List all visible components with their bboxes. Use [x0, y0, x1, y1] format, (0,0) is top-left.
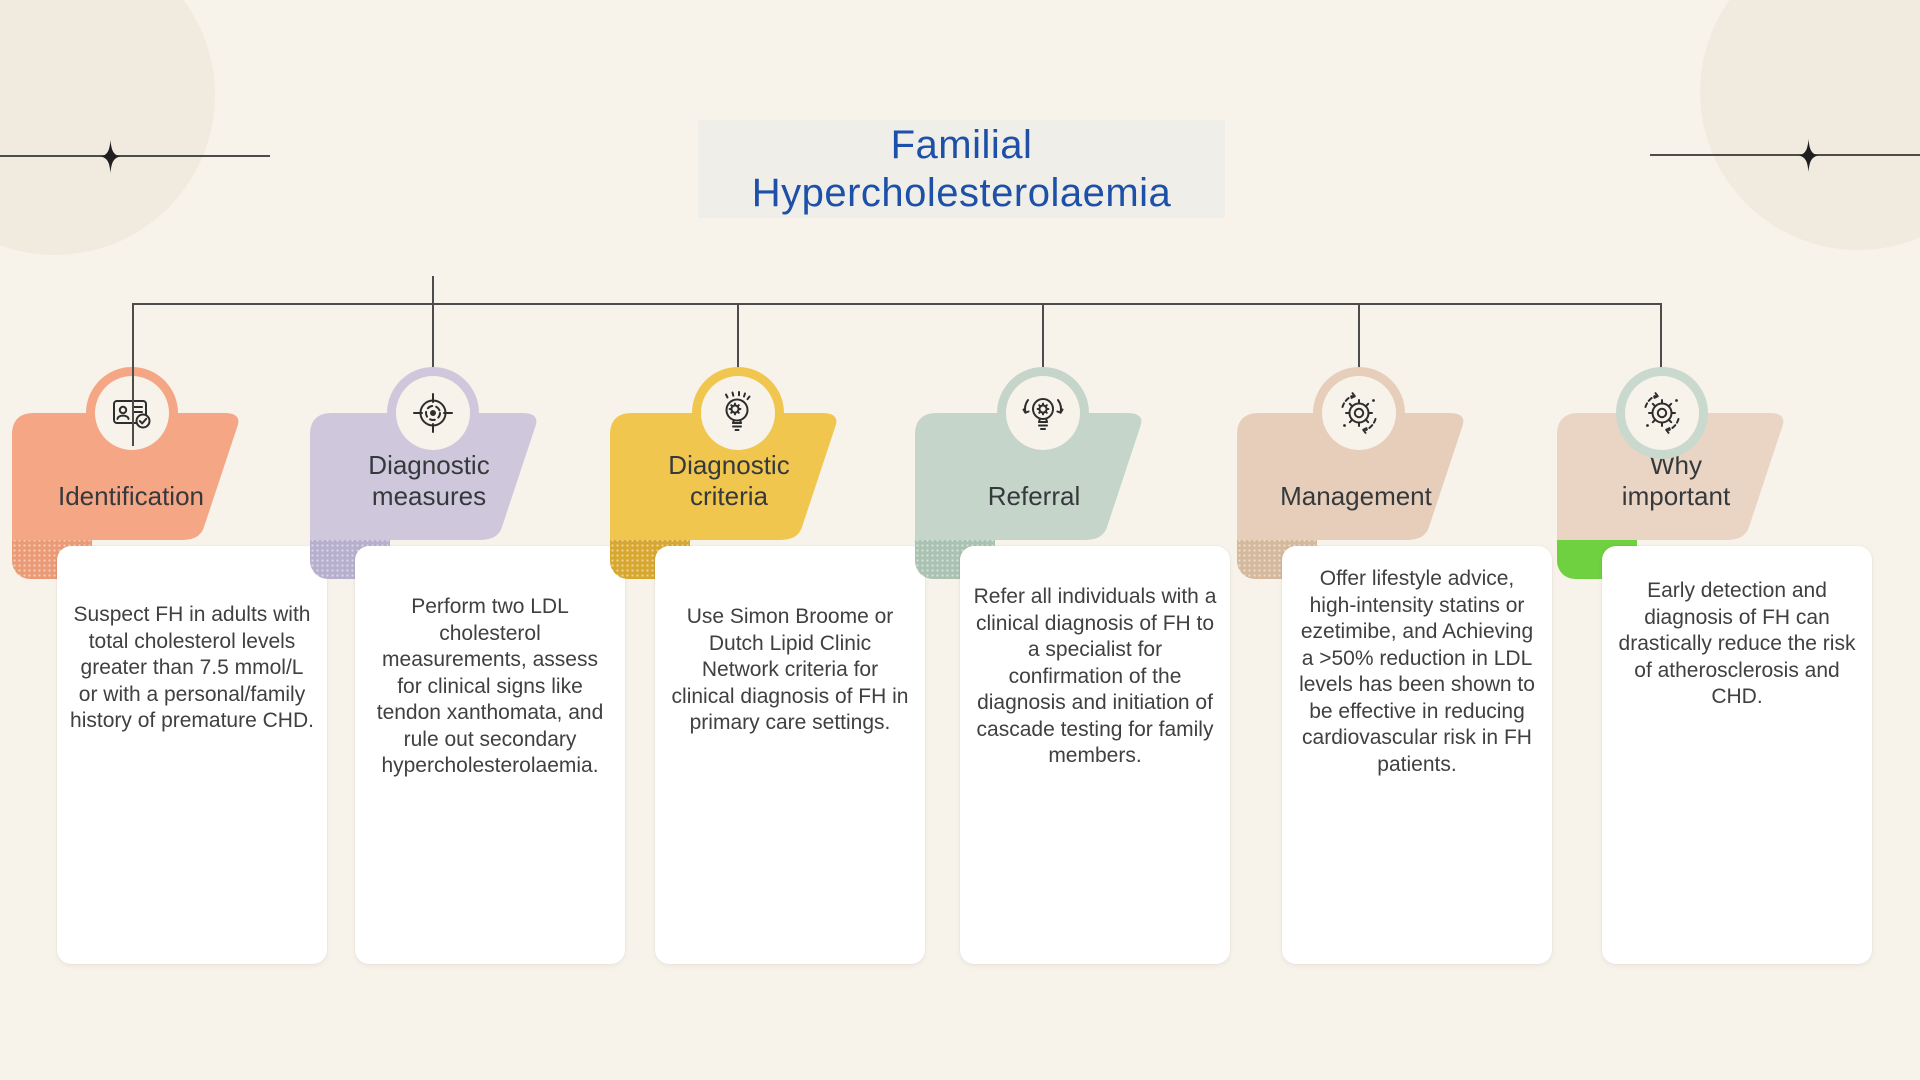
decorative-line-right	[1650, 154, 1920, 156]
card-diagnostic-criteria: Diagnostic criteria Use Simon Broome or …	[610, 367, 940, 993]
card-label: Why important	[1621, 449, 1731, 511]
card-label: Referral	[987, 480, 1081, 511]
card-body: Offer lifestyle advice, high-intensity s…	[1282, 546, 1552, 964]
card-label: Identification	[58, 480, 204, 511]
card-icon-badge	[1616, 367, 1708, 459]
card-label: Management	[1280, 480, 1432, 511]
card-diagnostic-measures: Diagnostic measures Perform two LDL chol…	[310, 367, 640, 993]
card-label: Diagnostic measures	[368, 449, 490, 511]
card-body-text: Refer all individuals with a clinical di…	[973, 585, 1217, 767]
card-icon-background	[1006, 376, 1080, 450]
card-icon-badge	[1313, 367, 1405, 459]
card-icon-badge	[387, 367, 479, 459]
card-body-text: Suspect FH in adults with total choleste…	[70, 603, 314, 732]
id-card-check-icon	[113, 400, 151, 429]
card-body-text: Early detection and diagnosis of FH can …	[1618, 579, 1856, 708]
gear-cycle-icon	[1341, 392, 1377, 434]
card-body: Use Simon Broome or Dutch Lipid Clinic N…	[655, 546, 925, 964]
card-body: Early detection and diagnosis of FH can …	[1602, 546, 1872, 964]
connector-drop-line	[432, 303, 434, 369]
card-management: Management Offer lifestyle advice, high-…	[1237, 367, 1567, 993]
connector-drop-line	[737, 303, 739, 369]
card-body: Refer all individuals with a clinical di…	[960, 546, 1230, 964]
page-title-line2: Hypercholesterolaemia	[751, 171, 1172, 215]
sparkle-icon	[1799, 139, 1818, 172]
card-body-text: Use Simon Broome or Dutch Lipid Clinic N…	[671, 605, 909, 734]
card-why-important: Why important Early detection and diagno…	[1557, 367, 1887, 993]
card-icon-background	[1322, 376, 1396, 450]
target-icon	[413, 393, 453, 433]
page-title: Familial Hypercholesterolaemia	[698, 120, 1225, 218]
card-icon-badge	[997, 367, 1089, 459]
card-icon-badge	[692, 367, 784, 459]
idea-head-icon	[725, 391, 751, 431]
connector-drop-line	[1660, 303, 1662, 369]
connector-horizontal-line	[133, 303, 1662, 305]
connector-drop-line	[1042, 303, 1044, 369]
gear-cycle-icon	[1644, 392, 1680, 434]
bulb-gear-icon	[1022, 398, 1064, 430]
card-referral: Referral Refer all individuals with a cl…	[915, 367, 1245, 993]
decorative-circle-top-right	[1700, 0, 1920, 250]
card-body: Suspect FH in adults with total choleste…	[57, 546, 327, 964]
sparkle-icon	[101, 140, 120, 173]
connector-drop-line	[1358, 303, 1360, 369]
card-icon-background	[396, 376, 470, 450]
card-icon-background	[1625, 376, 1699, 450]
card-body-text: Perform two LDL cholesterol measurements…	[376, 595, 604, 777]
card-identification: Identification Suspect FH in adults with…	[12, 367, 342, 993]
decorative-line-left	[0, 155, 270, 157]
page-title-line1: Familial	[890, 123, 1033, 167]
decorative-circle-top-left	[0, 0, 215, 255]
card-icon-background	[701, 376, 775, 450]
connector-stub-line	[432, 276, 434, 305]
card-label: Diagnostic criteria	[668, 449, 790, 511]
connector-drop-line	[132, 303, 134, 446]
card-body: Perform two LDL cholesterol measurements…	[355, 546, 625, 964]
card-body-text: Offer lifestyle advice, high-intensity s…	[1299, 567, 1535, 776]
